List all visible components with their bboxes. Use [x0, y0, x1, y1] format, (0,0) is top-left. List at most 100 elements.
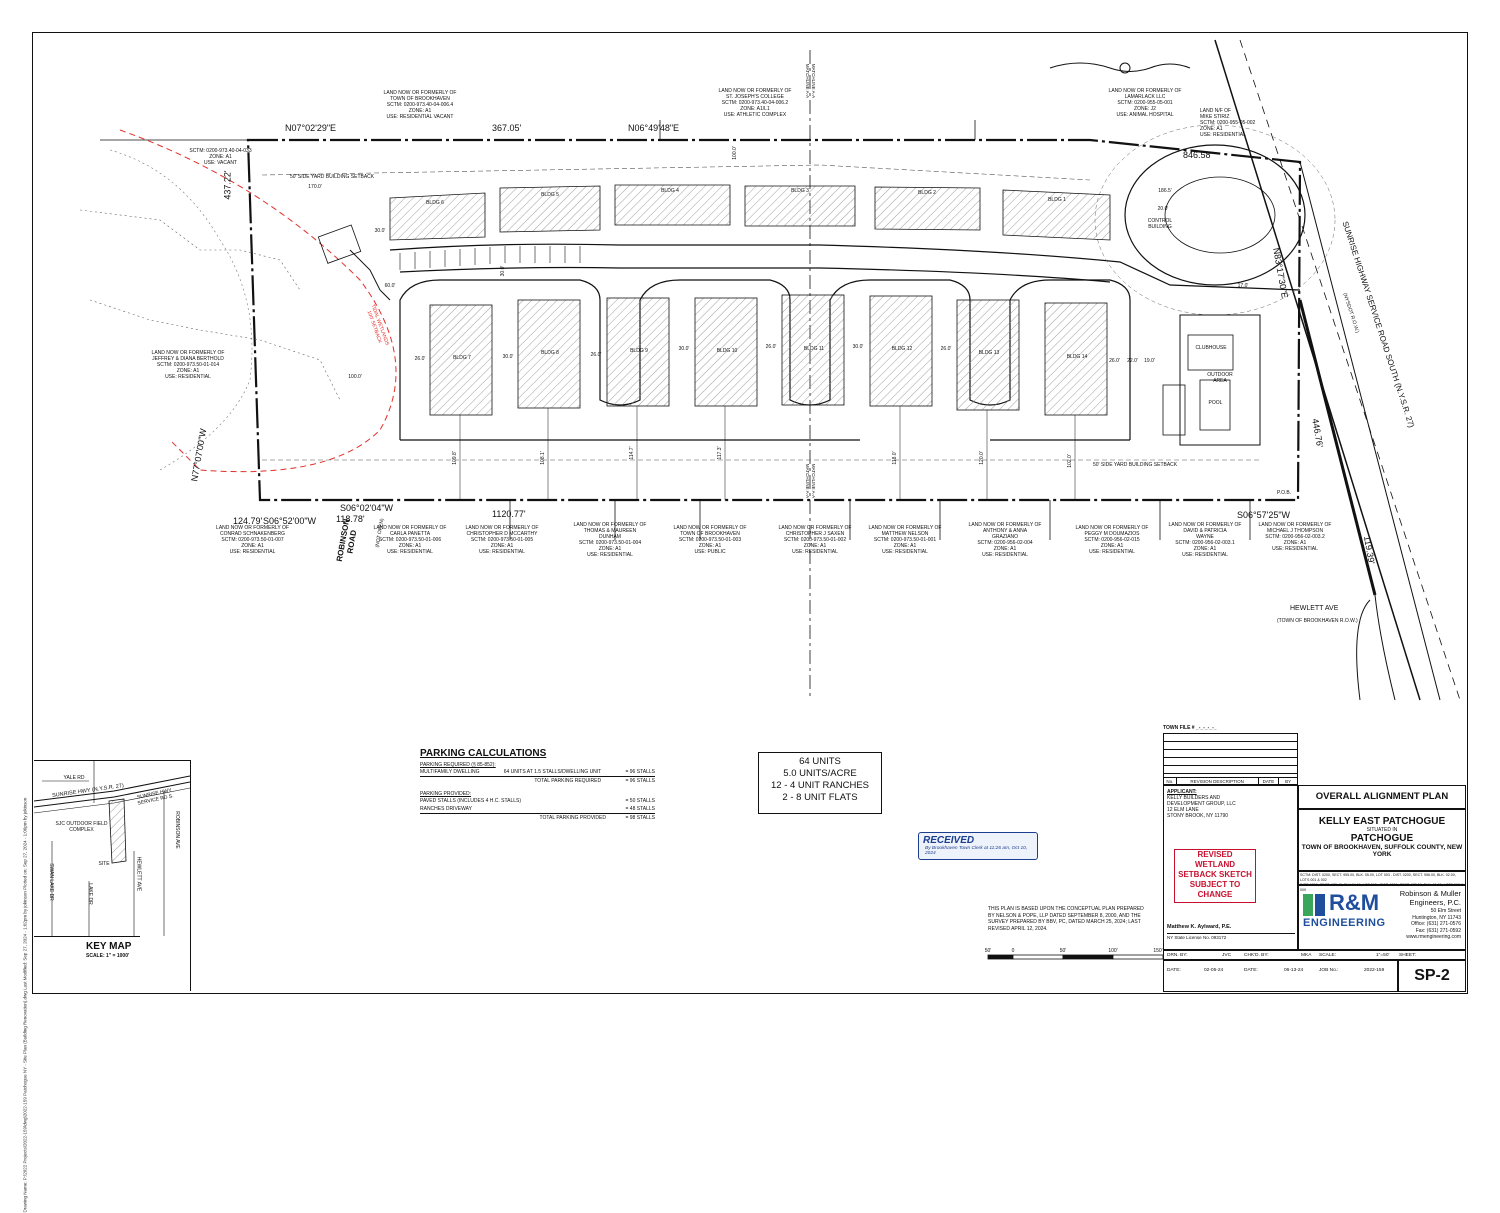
row-mid: 64 UNITS AT 1.5 STALLS/DWELLING UNIT	[503, 769, 602, 775]
neighbor-10: LAND NOW OR FORMERLY OF THOMAS & MAUREEN…	[573, 522, 647, 558]
revision-table	[1163, 733, 1298, 785]
bldg-8-label: BLDG 8	[541, 350, 559, 356]
dim-30-top: 30.0'	[500, 265, 506, 277]
town-name: PATCHOGUE	[1350, 833, 1414, 844]
bldg-5-label: BLDG 5	[541, 192, 559, 198]
rm-logo-text: R&M	[1329, 890, 1380, 915]
parking-prov-row-1: PAVED STALLS (INCLUDES 4 H.C. STALLS) = …	[420, 797, 655, 805]
rev-by: BY	[1285, 779, 1292, 784]
dim-186: 186.5'	[1158, 188, 1172, 194]
key-sjc: SJC OUTDOOR FIELD COMPLEX	[55, 821, 108, 833]
bldg-11-label: BLDG 11	[803, 346, 825, 352]
bearing-s06-02: S06°02'04"W	[340, 503, 394, 513]
dim-117: 117.3'	[717, 446, 723, 460]
neighbor-5: SCTM: 0200-973.40-04-033 ZONE: A1 USE: V…	[189, 148, 252, 166]
neighbor-11: LAND NOW OR FORMERLY OF TOWN OF BROOKHAV…	[673, 525, 747, 555]
title-block: TOWN FILE # _-_-_-_-_ No. REVISION DESCR…	[1163, 725, 1466, 992]
bldg-6-label: BLDG 6	[426, 200, 444, 206]
neighbor-6: LAND NOW OR FORMERLY OF JEFFREY & DIANA …	[151, 350, 225, 380]
received-title: RECEIVED	[923, 835, 975, 846]
units-line-1: 64 UNITS	[799, 756, 841, 767]
bearing-s06-57: S06°57'25"W	[1237, 510, 1291, 520]
row-val: = 98 STALLS	[625, 815, 655, 821]
north-arrow-center	[1119, 62, 1131, 74]
dim-100-top: 100.0'	[732, 146, 738, 160]
bldg-7-label: BLDG 7	[453, 355, 471, 361]
contour-left	[79, 209, 301, 291]
distance-367: 367.05'	[492, 123, 522, 133]
scale-bar	[987, 954, 1164, 960]
key-yale: YALE RD	[63, 775, 85, 781]
cul-de-sac-outer	[1124, 144, 1306, 286]
neighbor-1: LAND NOW OR FORMERLY OF TOWN OF BROOKHAV…	[383, 90, 457, 120]
parking-req-row-1: MULTIFAMILY DWELLING 64 UNITS AT 1.5 STA…	[420, 768, 655, 776]
engineer-license: NY State License No. 093172	[1167, 933, 1295, 940]
dim-26-e: 26.0'	[1109, 358, 1120, 364]
outdoor-area	[1162, 384, 1186, 436]
dim-170: 170.0'	[308, 184, 322, 190]
parking-required-head: PARKING REQUIRED (§ 85-852):	[420, 762, 496, 768]
firm-name: Robinson & Muller Engineers, P.C.	[1399, 889, 1461, 907]
job-value: 2022-159	[1364, 968, 1385, 973]
wetland-setback-line	[119, 129, 397, 473]
parking-provided-head: PARKING PROVIDED:	[420, 791, 472, 797]
key-map: YALE RD SUNRISE HWY (N.Y.S.R. 27) SUNRIS…	[34, 760, 191, 991]
dim-120: 120.0'	[979, 451, 985, 465]
rm-logo-mark	[1303, 894, 1325, 916]
scale-label-4: 150'	[1153, 948, 1163, 954]
dim-17: 17.0'	[1237, 283, 1249, 289]
key-swan: SWAN LAKE DR	[48, 863, 54, 901]
dim-26-b: 26.0'	[590, 352, 602, 358]
control-building-label: CONTROL BUILDING	[1147, 218, 1173, 230]
plan-basis-note: THIS PLAN IS BASED UPON THE CONCEPTUAL P…	[988, 906, 1144, 932]
setback-bottom-label: 50' SIDE YARD BUILDING SETBACK	[1093, 462, 1178, 468]
neighbor-3: LAND NOW OR FORMERLY OF LAMARLACK LLC SC…	[1108, 88, 1182, 118]
rev-date: DATE	[1259, 778, 1280, 784]
situated: SITUATED IN	[1366, 827, 1398, 833]
scale-value: 1"=50'	[1376, 953, 1390, 958]
neighbor-17: LAND NOW OR FORMERLY OF MICHAEL J THOMPS…	[1258, 522, 1332, 552]
bearing-s06-52: S06°52'00"W	[263, 516, 317, 526]
dim-108: 108.1'	[540, 451, 546, 465]
lot-lines	[100, 120, 1251, 540]
applicant-box: APPLICANT: KELLY BUILDERS AND DEVELOPMEN…	[1163, 785, 1298, 950]
dim-109: 109.8'	[452, 451, 458, 465]
info-row-1: DRN. BY: JVC CHK'D. BY: MKA SCALE: 1"=50…	[1163, 950, 1466, 960]
contour-left-2	[89, 299, 341, 401]
top-road-upper	[389, 243, 1301, 291]
key-site: SITE	[98, 861, 110, 867]
row-label: MULTIFAMILY DWELLING	[420, 769, 480, 775]
project-name: KELLY EAST PATCHOGUE	[1318, 816, 1446, 827]
date-value: 02-05-24	[1204, 968, 1224, 973]
rev-no: No.	[1164, 778, 1177, 784]
hewlett-curve-2	[1356, 599, 1371, 701]
key-map-title: KEY MAP	[34, 936, 140, 952]
dim-114: 114.7'	[629, 446, 635, 460]
parking-prov-row-2: RANCHES DRIVEWAY = 48 STALLS	[420, 805, 655, 813]
row-val: = 48 STALLS	[625, 806, 655, 812]
pool	[1199, 379, 1231, 431]
units-line-3: 12 - 4 UNIT RANCHES	[770, 780, 869, 791]
key-map-scale: SCALE: 1" = 1000'	[86, 953, 130, 959]
bldg-14-label: BLDG 14	[1066, 354, 1088, 360]
bottom-buildings	[429, 294, 1108, 416]
highway-center	[1239, 39, 1461, 701]
units-line-2: 5.0 UNITS/ACRE	[783, 768, 857, 779]
date2-label: DATE:	[1244, 968, 1258, 973]
applicant: KELLY BUILDERS AND DEVELOPMENT GROUP, LL…	[1167, 795, 1236, 819]
bldg-12-label: BLDG 12	[891, 346, 913, 352]
dim-118: 118.0'	[892, 451, 898, 465]
clubhouse-label: CLUBHOUSE	[1195, 345, 1227, 351]
scale-label-0: 50'	[984, 948, 992, 954]
date-label: DATE:	[1167, 968, 1181, 973]
key-robinson: ROBINSON AVE	[174, 811, 180, 849]
town-file: TOWN FILE # _-_-_-_-_	[1163, 725, 1217, 731]
units-summary: 64 UNITS 5.0 UNITS/ACRE 12 - 4 UNIT RANC…	[758, 752, 882, 814]
parking-title: PARKING CALCULATIONS	[420, 748, 547, 759]
sheet-border	[32, 32, 1468, 994]
neighbor-4: LAND N/F OF MIKE STIRIZ SCTM: 0200-955-0…	[1200, 108, 1256, 138]
distance-1120: 1120.77'	[492, 509, 526, 519]
scale-label-3: 100'	[1108, 948, 1118, 954]
plan-title-box: OVERALL ALIGNMENT PLAN	[1298, 785, 1466, 809]
chkd-by-label: CHK'D. BY:	[1244, 953, 1269, 958]
